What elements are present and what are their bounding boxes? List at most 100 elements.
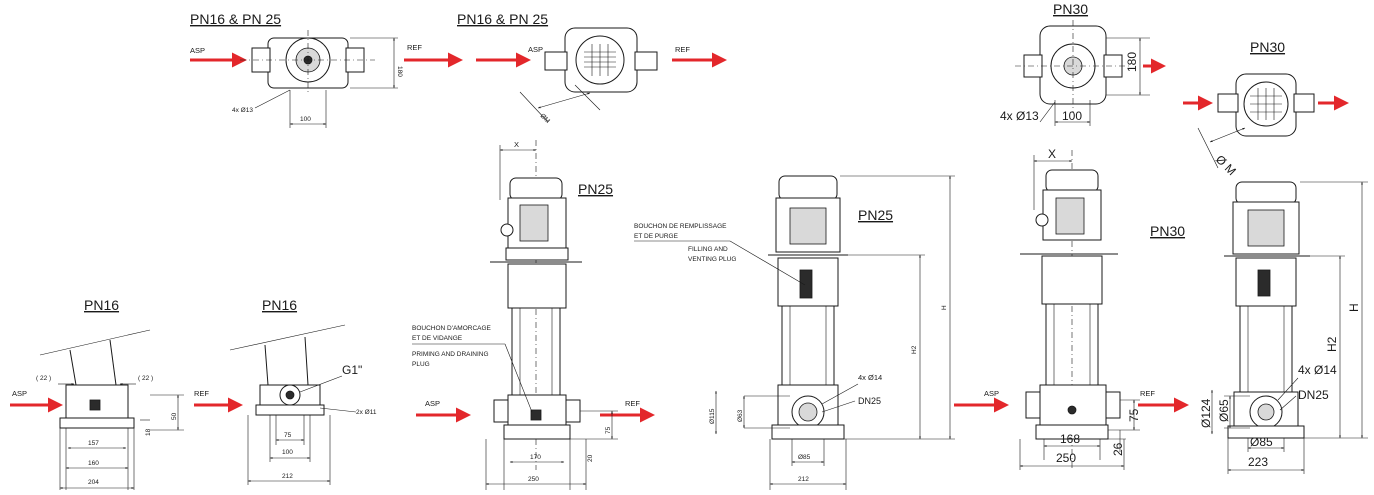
dim-180-a: 180 xyxy=(396,66,403,77)
dim-250-b: 250 xyxy=(1056,451,1076,465)
dim-22-a: ( 22 ) xyxy=(36,375,51,382)
dim-4x13-b: 4x Ø13 xyxy=(1000,109,1039,123)
terminal-box-pn25 xyxy=(519,204,549,242)
dim-h-b: H xyxy=(1347,303,1361,312)
dim-50-a: 50 xyxy=(171,412,178,420)
view-pn30-motor-top: PN30 Ø M xyxy=(1183,39,1349,178)
dim-100-a: 100 xyxy=(300,116,311,123)
note-venting-plug: VENTING PLUG xyxy=(688,256,736,263)
dim-157: 157 xyxy=(88,440,99,447)
view-pn25-side: PN25 BOUCHON DE REMPLISSAGE ET DE PURGE … xyxy=(634,175,955,490)
base-foot-b xyxy=(255,404,325,416)
label-asp-2: ASP xyxy=(528,45,543,54)
view-pn25-front: X PN25 BOUCHON D'AMORCAGE ET DE VIDANGE … xyxy=(412,140,655,490)
motor-fan-cover-pn25-side xyxy=(778,175,838,201)
dim-phi-m-b: Ø M xyxy=(1213,152,1239,178)
view-pn16-asp-side: PN16 ASP ( 22 ) ( 22 ) 50 18 157 160 204 xyxy=(10,297,184,490)
view-pn16-ref-side: PN16 REF G1" 2x Ø11 75 100 212 xyxy=(194,297,377,485)
title-pn16-pn25-a: PN16 & PN 25 xyxy=(190,11,281,27)
pn30-fan-grille xyxy=(1250,88,1282,120)
dim-212-a: 212 xyxy=(282,473,293,480)
foot-pn25-side xyxy=(771,424,845,440)
note-et-de-purge: ET DE PURGE xyxy=(634,233,679,240)
dim-2x11: 2x Ø11 xyxy=(356,409,377,416)
foot-pn25 xyxy=(503,424,571,440)
dim-4x14-b: 4x Ø14 xyxy=(1298,363,1337,377)
port-asp-a xyxy=(89,399,101,411)
motor-fan-cover-pn30 xyxy=(1045,169,1099,193)
dim-180-b: 180 xyxy=(1125,52,1139,72)
label-ref-6: REF xyxy=(625,399,640,408)
dim-75-c: 75 xyxy=(1127,408,1141,422)
flange-asp-pn25 xyxy=(493,399,509,423)
dim-18-a: 18 xyxy=(145,428,152,436)
dim-phi-m-a: ØM xyxy=(539,112,551,124)
label-asp-6: ASP xyxy=(425,399,440,408)
flange-ref-pn25 xyxy=(565,399,581,423)
dim-4x14-a: 4x Ø14 xyxy=(858,373,882,382)
dim-170: 170 xyxy=(530,454,541,461)
title-pn30-c: PN30 xyxy=(1150,223,1185,239)
dim-212-b: 212 xyxy=(798,476,809,483)
dim-x-b: X xyxy=(1048,147,1056,161)
dim-75-b: 75 xyxy=(605,426,612,434)
dim-63: Ø63 xyxy=(737,409,744,422)
label-ref-7: REF xyxy=(1140,389,1155,398)
dim-160: 160 xyxy=(88,460,99,467)
cut-line-b xyxy=(229,324,346,351)
view-pn30-head-top: PN30 180 100 4x Ø13 xyxy=(1000,1,1166,126)
note-plug-a: PLUG xyxy=(412,361,430,368)
dim-h2-b: H2 xyxy=(1325,336,1339,352)
dim-115: Ø115 xyxy=(709,408,716,424)
dim-20: 20 xyxy=(587,454,594,462)
label-ref-2: REF xyxy=(675,45,690,54)
dim-100-c: 100 xyxy=(282,449,293,456)
dim-26: 26 xyxy=(1111,442,1125,456)
title-pn30-a: PN30 xyxy=(1053,1,1088,17)
fan-grille xyxy=(584,44,616,76)
motor-fan-cover-pn25 xyxy=(509,177,563,201)
label-dn25-a: DN25 xyxy=(858,396,881,406)
dim-223: 223 xyxy=(1248,455,1268,469)
label-g1: G1" xyxy=(342,363,362,377)
dim-x-a: X xyxy=(514,140,519,149)
title-pn25-a: PN25 xyxy=(578,181,613,197)
view-pn30-side: PN30 H H2 4x Ø14 DN25 Ø65 Ø124 Ø xyxy=(1150,181,1368,474)
flange-right-2 xyxy=(634,51,658,71)
dim-85-a: Ø85 xyxy=(798,454,811,461)
flange-left-2 xyxy=(544,51,568,71)
title-pn16-pn25-b: PN16 & PN 25 xyxy=(457,11,548,27)
cut-line-a xyxy=(39,329,151,356)
dim-h-a: H xyxy=(941,305,948,310)
title-pn30-b: PN30 xyxy=(1250,39,1285,55)
motor-bracket-pn30 xyxy=(1041,255,1103,305)
label-ref-1: REF xyxy=(407,43,422,52)
view-pn16-pn25-asp-top: PN16 & PN 25 ASP 180 REF 100 4x Ø13 xyxy=(190,11,463,128)
label-ref-5: REF xyxy=(194,389,209,398)
title-pn16-a: PN16 xyxy=(84,297,119,313)
dim-250-a: 250 xyxy=(528,476,539,483)
dim-4x13-a: 4x Ø13 xyxy=(232,107,253,114)
label-asp-7: ASP xyxy=(984,389,999,398)
flange-left-4 xyxy=(1217,93,1239,113)
label-dn25-b: DN25 xyxy=(1298,388,1329,402)
motor-bracket-pn25 xyxy=(507,263,567,309)
dim-h2-a: H2 xyxy=(911,345,918,354)
note-et-de-vidange: ET DE VIDANGE xyxy=(412,335,463,342)
dim-100-b: 100 xyxy=(1062,109,1082,123)
note-bouchon-remplissage: BOUCHON DE REMPLISSAGE xyxy=(634,223,727,230)
dim-75-a: 75 xyxy=(284,432,292,439)
dim-85-b: Ø85 xyxy=(1250,435,1273,449)
note-bouchon-amorcage: BOUCHON D'AMORCAGE xyxy=(412,325,492,332)
dim-168: 168 xyxy=(1060,432,1080,446)
note-priming-draining: PRIMING AND DRAINING xyxy=(412,351,489,358)
dim-204: 204 xyxy=(88,479,99,486)
label-asp-5: ASP xyxy=(12,389,27,398)
view-pn30-front: X ASP REF 75 26 168 250 xyxy=(954,147,1189,470)
title-pn16-b: PN16 xyxy=(262,297,297,313)
dim-65: Ø65 xyxy=(1217,399,1231,422)
note-filling-and: FILLING AND xyxy=(688,246,728,253)
motor-fan-cover-pn30-side xyxy=(1235,181,1297,205)
view-pn16-pn25-motor-top: PN16 & PN 25 ASP ØM REF xyxy=(457,11,727,125)
flange-right-4 xyxy=(1293,93,1315,113)
